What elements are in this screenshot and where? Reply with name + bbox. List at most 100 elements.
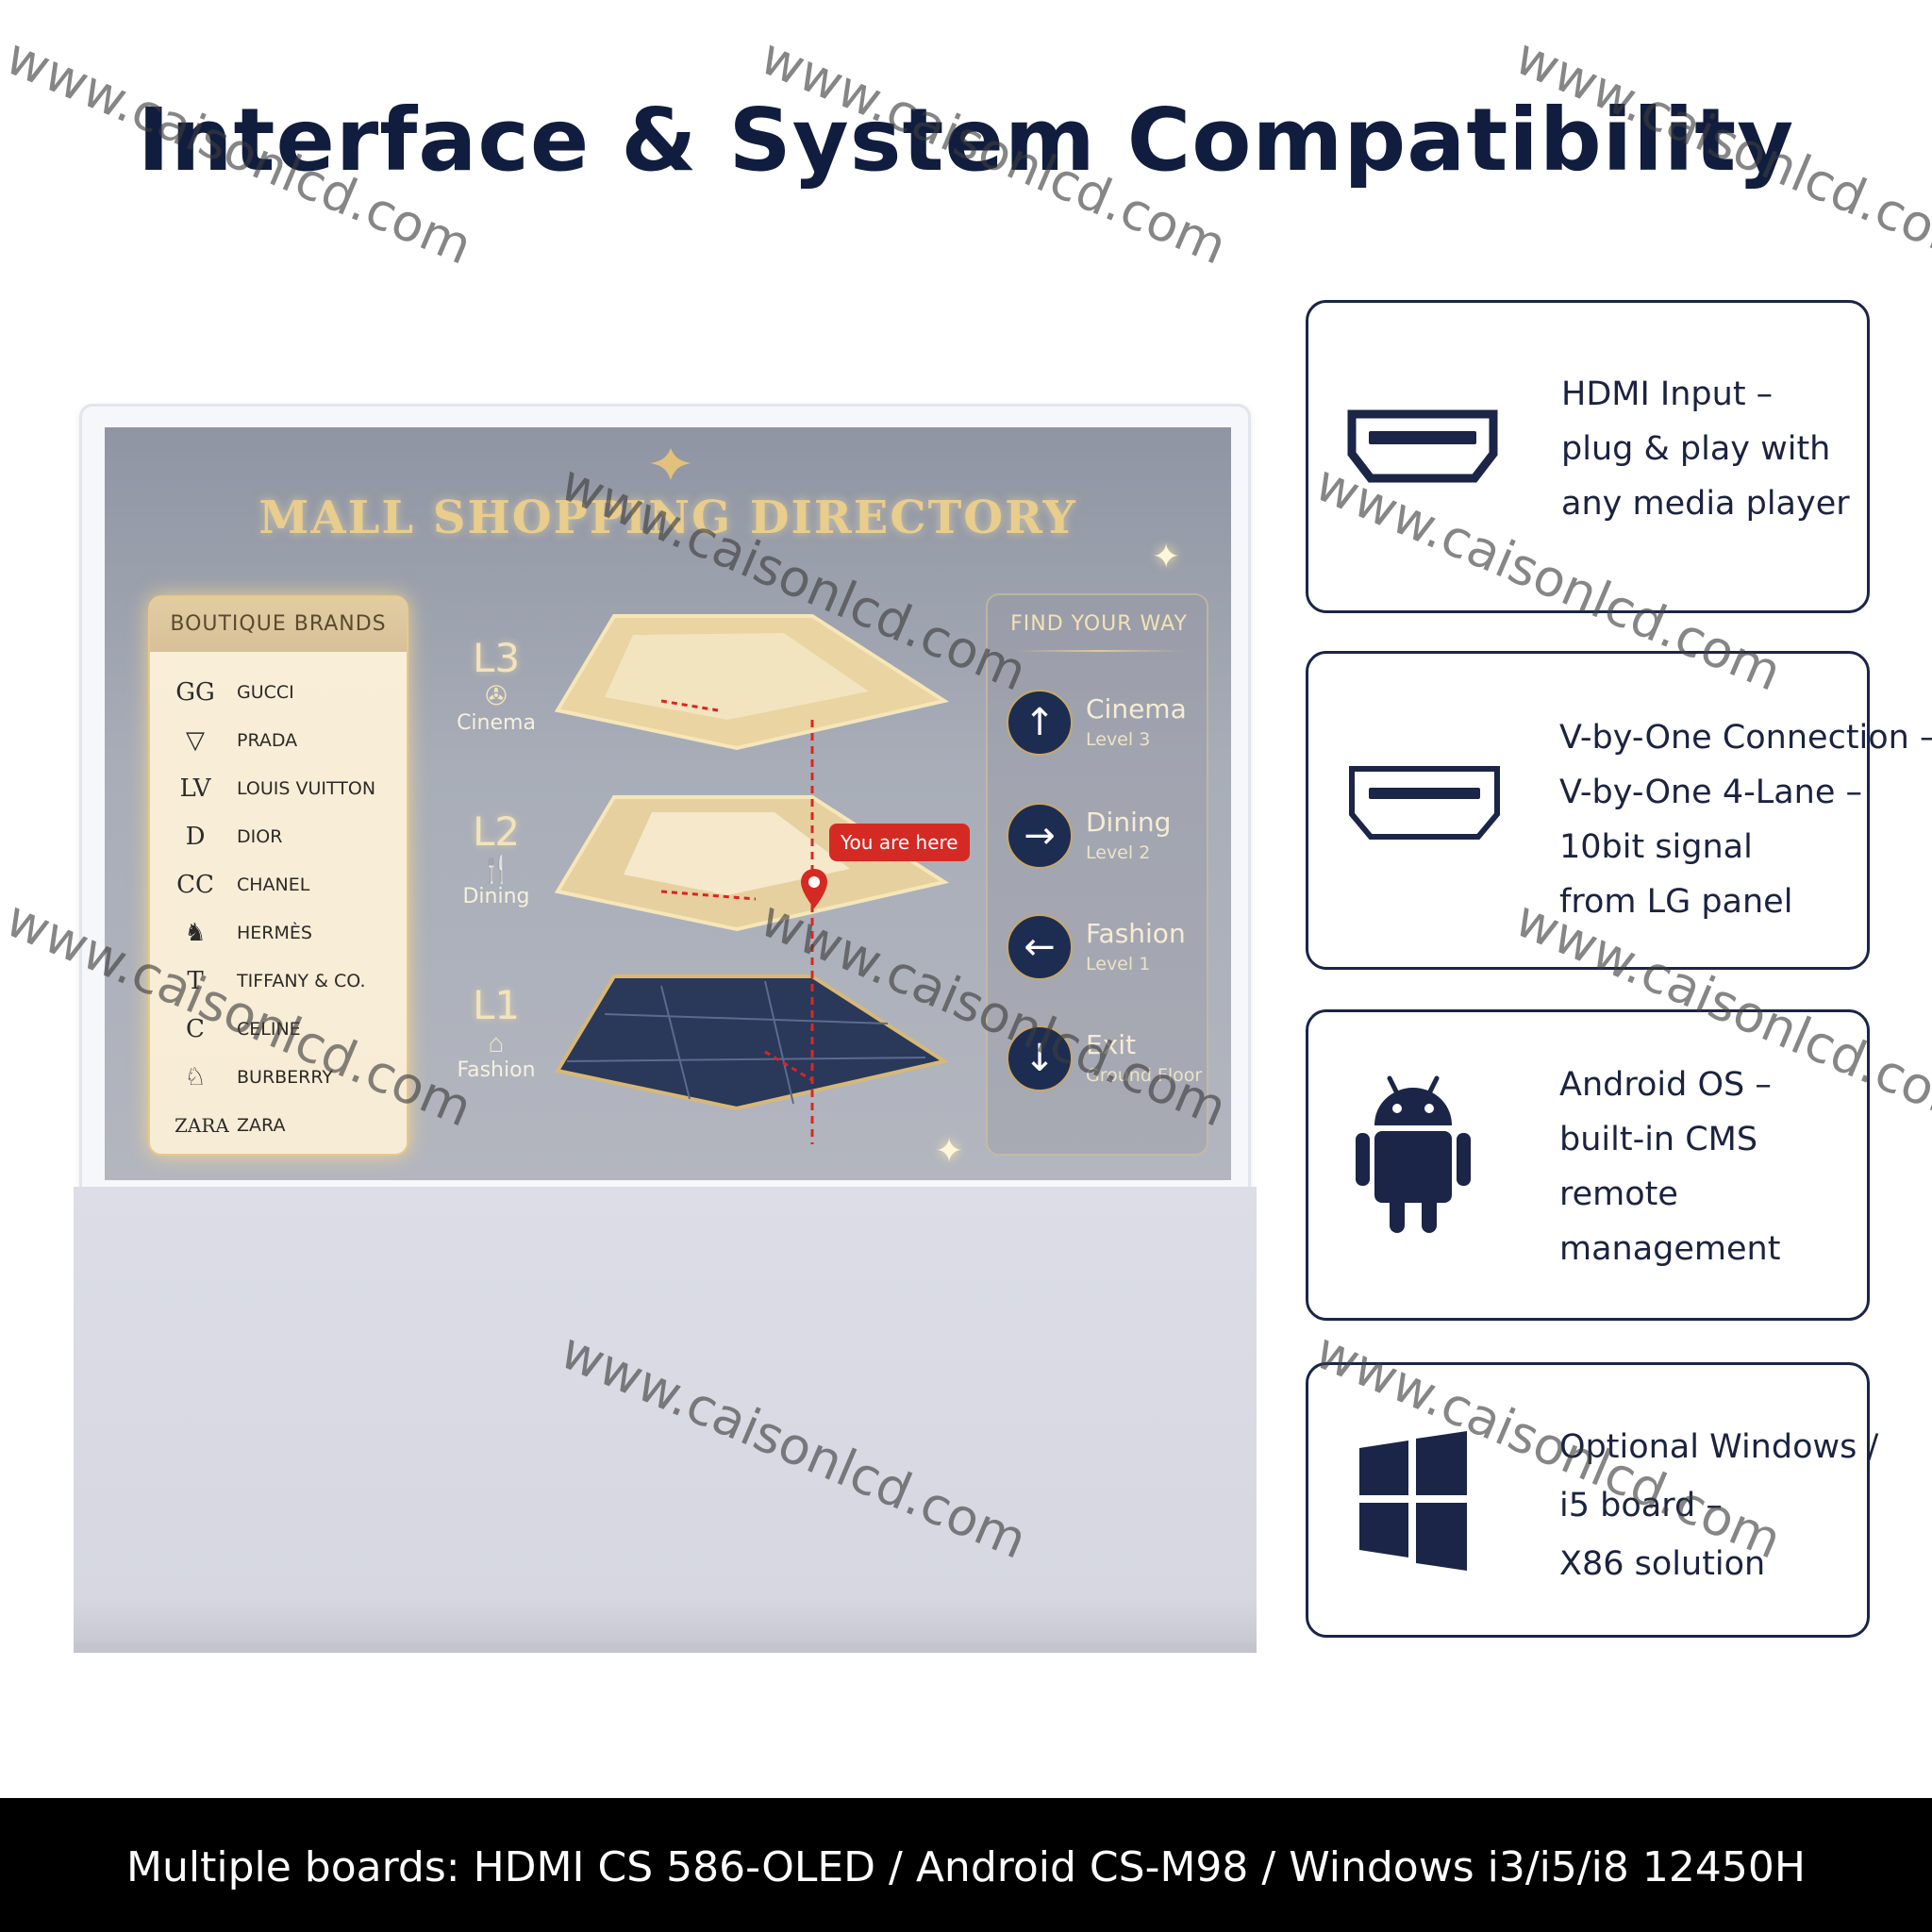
- brands-panel: BOUTIQUE BRANDS GG GUCCI ▽ PRADA LV LOUIS V…: [148, 595, 408, 1156]
- brand-name: DIOR: [237, 826, 283, 847]
- feature-line: Android OS –: [1559, 1066, 1772, 1104]
- feature-text: Android OS – built-in CMS remote managem…: [1559, 1058, 1780, 1276]
- brand-item[interactable]: ♞ HERMÈS: [175, 909, 312, 957]
- level-name: Dining: [462, 885, 530, 908]
- direction-exit[interactable]: ↓ Exit Ground Floor: [1007, 1022, 1205, 1095]
- feature-line: 10bit signal: [1559, 828, 1753, 866]
- film-reel-icon: ✇: [485, 681, 508, 710]
- arrow-up-icon: ↑: [1007, 690, 1073, 756]
- feature-line: HDMI Input –: [1561, 375, 1774, 413]
- brand-item[interactable]: LV LOUIS VUITTON: [175, 765, 376, 812]
- brand-logo-icon: T: [187, 967, 204, 995]
- feature-card-windows: Optional Windows / i5 board – X86 soluti…: [1306, 1362, 1878, 1638]
- divider: [1016, 650, 1182, 652]
- display-screen: MALL SHOPPING DIRECTORY ✦ ✦ BOUTIQUE BRA…: [105, 427, 1231, 1180]
- brand-logo-icon: GG: [175, 678, 215, 707]
- vbyone-connector-icon: [1349, 766, 1500, 840]
- brands-header: BOUTIQUE BRANDS: [150, 597, 407, 652]
- brand-logo-icon: C: [186, 1015, 205, 1043]
- brand-item[interactable]: T TIFFANY & CO.: [175, 958, 366, 1005]
- route-line: [810, 720, 814, 1144]
- feature-line: management: [1559, 1230, 1781, 1268]
- direction-cinema[interactable]: ↑ Cinema Level 3: [1007, 686, 1205, 759]
- feature-line: X86 solution: [1559, 1545, 1766, 1583]
- feature-line: built-in CMS: [1559, 1121, 1758, 1158]
- direction-level: Level 2: [1086, 842, 1151, 863]
- footer-bar: Multiple boards: HDMI CS 586-OLED / Andr…: [0, 1798, 1932, 1932]
- feature-text: Optional Windows / i5 board – X86 soluti…: [1559, 1418, 1878, 1593]
- arrow-right-icon: →: [1007, 803, 1073, 869]
- brand-name: HERMÈS: [237, 923, 312, 943]
- brand-item[interactable]: CC CHANEL: [175, 861, 309, 908]
- brand-item[interactable]: D DIOR: [175, 813, 283, 860]
- feature-card-hdmi: HDMI Input – plug & play with any media …: [1306, 300, 1870, 613]
- feature-line: Optional Windows /: [1559, 1428, 1879, 1466]
- you-are-here-label: You are here: [829, 824, 970, 861]
- location-pin-icon: [801, 869, 827, 908]
- brand-name: PRADA: [237, 730, 298, 751]
- ornament-icon: [650, 448, 691, 480]
- brand-name: CELINE: [237, 1019, 301, 1040]
- level-code: L2: [472, 808, 521, 855]
- directory-title: MALL SHOPPING DIRECTORY: [258, 491, 1077, 544]
- direction-level: Level 3: [1086, 729, 1151, 750]
- level-name: Fashion: [457, 1058, 536, 1082]
- floor-map-l3[interactable]: [548, 607, 954, 758]
- find-your-way-title: FIND YOUR WAY: [1010, 612, 1188, 636]
- windows-icon: [1359, 1431, 1467, 1571]
- sparkle-icon: ✦: [1152, 537, 1181, 575]
- feature-line: V-by-One Connection –: [1559, 719, 1932, 757]
- brand-item[interactable]: ♘BURBERRY: [175, 1054, 333, 1101]
- transparent-display: MALL SHOPPING DIRECTORY ✦ ✦ BOUTIQUE BRA…: [79, 404, 1251, 1198]
- brand-name: TIFFANY & CO.: [237, 971, 366, 991]
- feature-line: V-by-One 4-Lane –: [1559, 774, 1863, 811]
- feature-text: HDMI Input – plug & play with any media …: [1561, 367, 1850, 531]
- brand-logo-icon: LV: [179, 774, 211, 803]
- footer-text: Multiple boards: HDMI CS 586-OLED / Andr…: [126, 1843, 1806, 1891]
- direction-label: Exit: [1086, 1029, 1137, 1060]
- dining-icon: 🍴: [479, 855, 513, 884]
- feature-text: V-by-One Connection – V-by-One 4-Lane – …: [1559, 710, 1932, 929]
- brand-name: ZARA: [237, 1115, 286, 1136]
- sparkle-icon: ✦: [935, 1131, 964, 1170]
- feature-card-vbyone: V-by-One Connection – V-by-One 4-Lane – …: [1306, 651, 1932, 970]
- brand-name: GUCCI: [237, 682, 294, 703]
- brand-logo-icon: ♞: [184, 919, 207, 947]
- brand-item[interactable]: C CELINE: [175, 1006, 301, 1053]
- brand-name: LOUIS VUITTON: [237, 778, 376, 799]
- display-stand: [74, 1187, 1257, 1653]
- direction-level: Level 1: [1086, 954, 1151, 974]
- brand-name: BURBERRY: [237, 1067, 333, 1088]
- level-label-l3[interactable]: L3 ✇ Cinema: [444, 635, 548, 735]
- brand-logo-icon: ▽: [186, 726, 205, 755]
- find-your-way-panel: FIND YOUR WAY ↑ Cinema Level 3 → Dining …: [986, 593, 1208, 1156]
- brand-name: CHANEL: [237, 874, 310, 895]
- android-icon: [1356, 1075, 1471, 1233]
- direction-label: Dining: [1086, 807, 1172, 838]
- level-label-l1[interactable]: L1 ⌂ Fashion: [444, 982, 548, 1082]
- level-code: L3: [472, 635, 521, 681]
- arrow-down-icon: ↓: [1007, 1025, 1073, 1091]
- feature-line: i5 board –: [1559, 1487, 1723, 1524]
- floor-map-l1[interactable]: [548, 967, 954, 1118]
- feature-line: remote: [1559, 1175, 1678, 1213]
- hdmi-port-icon: [1347, 409, 1498, 483]
- page-title: Interface & System Compatibility: [137, 90, 1795, 191]
- direction-label: Fashion: [1086, 918, 1186, 949]
- feature-line: plug & play with: [1561, 430, 1831, 468]
- brand-item[interactable]: ▽ PRADA: [175, 717, 297, 764]
- direction-dining[interactable]: → Dining Level 2: [1007, 799, 1205, 873]
- brand-logo-icon: D: [185, 823, 206, 851]
- level-code: L1: [472, 982, 521, 1028]
- direction-fashion[interactable]: ← Fashion Level 1: [1007, 910, 1205, 984]
- brand-item[interactable]: GG GUCCI: [175, 669, 294, 716]
- brand-logo-icon: CC: [176, 871, 214, 899]
- feature-card-android: Android OS – built-in CMS remote managem…: [1306, 1009, 1870, 1321]
- feature-line: from LG panel: [1559, 883, 1793, 921]
- level-label-l2[interactable]: L2 🍴 Dining: [444, 808, 548, 908]
- direction-label: Cinema: [1086, 693, 1187, 724]
- arrow-left-icon: ←: [1007, 914, 1073, 980]
- hanger-icon: ⌂: [488, 1028, 505, 1058]
- feature-line: any media player: [1561, 485, 1850, 523]
